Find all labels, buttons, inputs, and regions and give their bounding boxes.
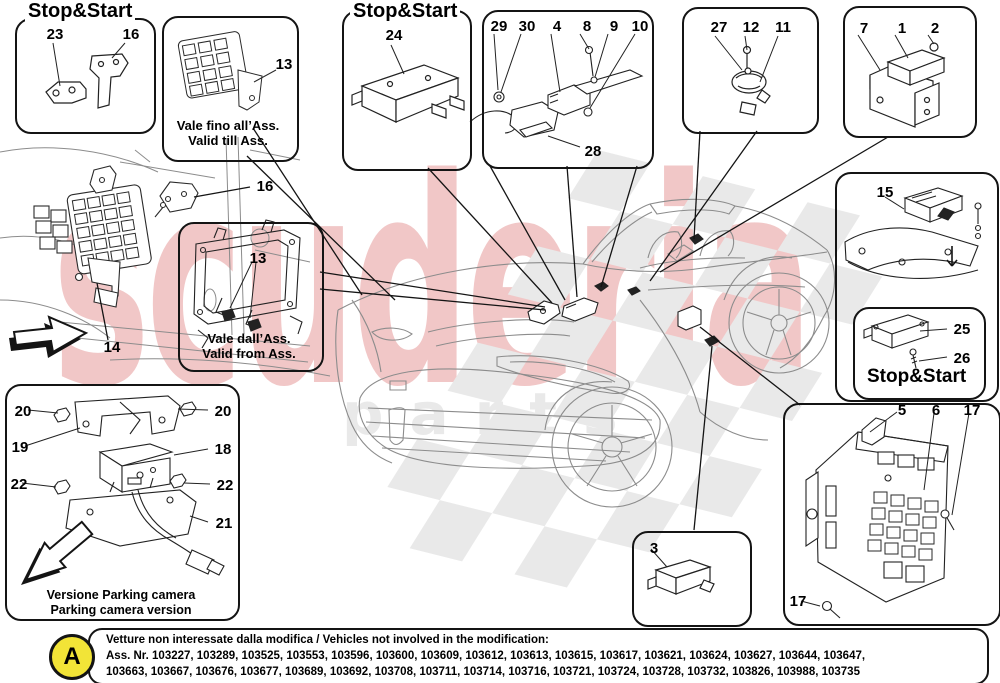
callout-11: 11	[775, 19, 791, 36]
callout-16-box1: 16	[122, 26, 140, 43]
callout-25: 25	[953, 321, 971, 338]
callout-box-parking-camera	[5, 384, 240, 621]
callout-8: 8	[582, 18, 592, 35]
callout-22-right: 22	[216, 477, 234, 494]
modification-note-text: Vetture non interessate dalla modifica /…	[106, 632, 980, 680]
parking-camera-caption: Versione Parking camera Parking camera v…	[28, 588, 214, 618]
callout-3: 3	[649, 540, 659, 557]
callout-26: 26	[953, 350, 971, 367]
callout-20-right: 20	[214, 403, 232, 420]
callout-13-valid-from: 13	[249, 250, 267, 267]
callout-4: 4	[552, 18, 562, 35]
callout-1: 1	[897, 20, 907, 37]
valid-from-caption: Vale dall’Ass. Valid from Ass.	[184, 331, 314, 361]
callout-box-ecu3	[632, 531, 752, 627]
callout-28: 28	[584, 143, 602, 160]
callout-15: 15	[876, 184, 894, 201]
callout-12: 12	[742, 19, 760, 36]
valid-till-line2: Valid till Ass.	[188, 133, 268, 148]
callout-box-ecu1	[843, 6, 977, 138]
valid-from-line2: Valid from Ass.	[202, 346, 296, 361]
callout-27: 27	[710, 19, 728, 36]
callout-21: 21	[215, 515, 233, 532]
callout-7: 7	[859, 20, 869, 37]
callout-2: 2	[930, 20, 940, 37]
callout-10: 10	[631, 18, 649, 35]
callout-17-bottom: 17	[789, 593, 807, 610]
valid-till-line1: Vale fino all’Ass.	[176, 118, 280, 133]
callout-22-left: 22	[10, 476, 28, 493]
callout-14: 14	[103, 339, 121, 356]
callout-24: 24	[385, 27, 403, 44]
callout-19: 19	[11, 439, 29, 456]
callout-box-body-fusebox	[783, 403, 1000, 626]
callout-17-top: 17	[963, 402, 981, 419]
callout-5: 5	[897, 402, 907, 419]
valid-till-caption: Vale fino all’Ass. Valid till Ass.	[164, 118, 292, 148]
callout-13-valid-till: 13	[275, 56, 293, 73]
callout-29: 29	[490, 18, 508, 35]
callout-16-engine-bay: 16	[256, 178, 274, 195]
stopstart-title-right: Stop&Start	[867, 366, 967, 387]
callout-box-ecu25-stopstart	[853, 307, 986, 400]
callout-20-left: 20	[14, 403, 32, 420]
callout-30: 30	[518, 18, 536, 35]
valid-from-line1: Vale dall’Ass.	[207, 331, 291, 346]
parking-caption-line2: Parking camera version	[50, 603, 192, 617]
parts-watermark: parts	[342, 380, 644, 448]
stopstart-title-topleft: Stop&Start	[25, 0, 136, 23]
stopstart-title-center: Stop&Start	[350, 0, 461, 23]
parking-caption-line1: Versione Parking camera	[46, 588, 196, 602]
callout-6: 6	[931, 402, 941, 419]
note-badge-a: A	[49, 634, 95, 680]
note-line3: 103663, 103667, 103676, 103677, 103689, …	[106, 666, 860, 678]
note-line1: Vetture non interessate dalla modifica /…	[106, 634, 549, 646]
note-line2: Ass. Nr. 103227, 103289, 103525, 103553,…	[106, 650, 866, 662]
modification-note-box	[88, 628, 989, 683]
callout-box-ecu24-stopstart	[342, 10, 472, 171]
callout-23: 23	[46, 26, 64, 43]
callout-9: 9	[609, 18, 619, 35]
callout-18: 18	[214, 441, 232, 458]
